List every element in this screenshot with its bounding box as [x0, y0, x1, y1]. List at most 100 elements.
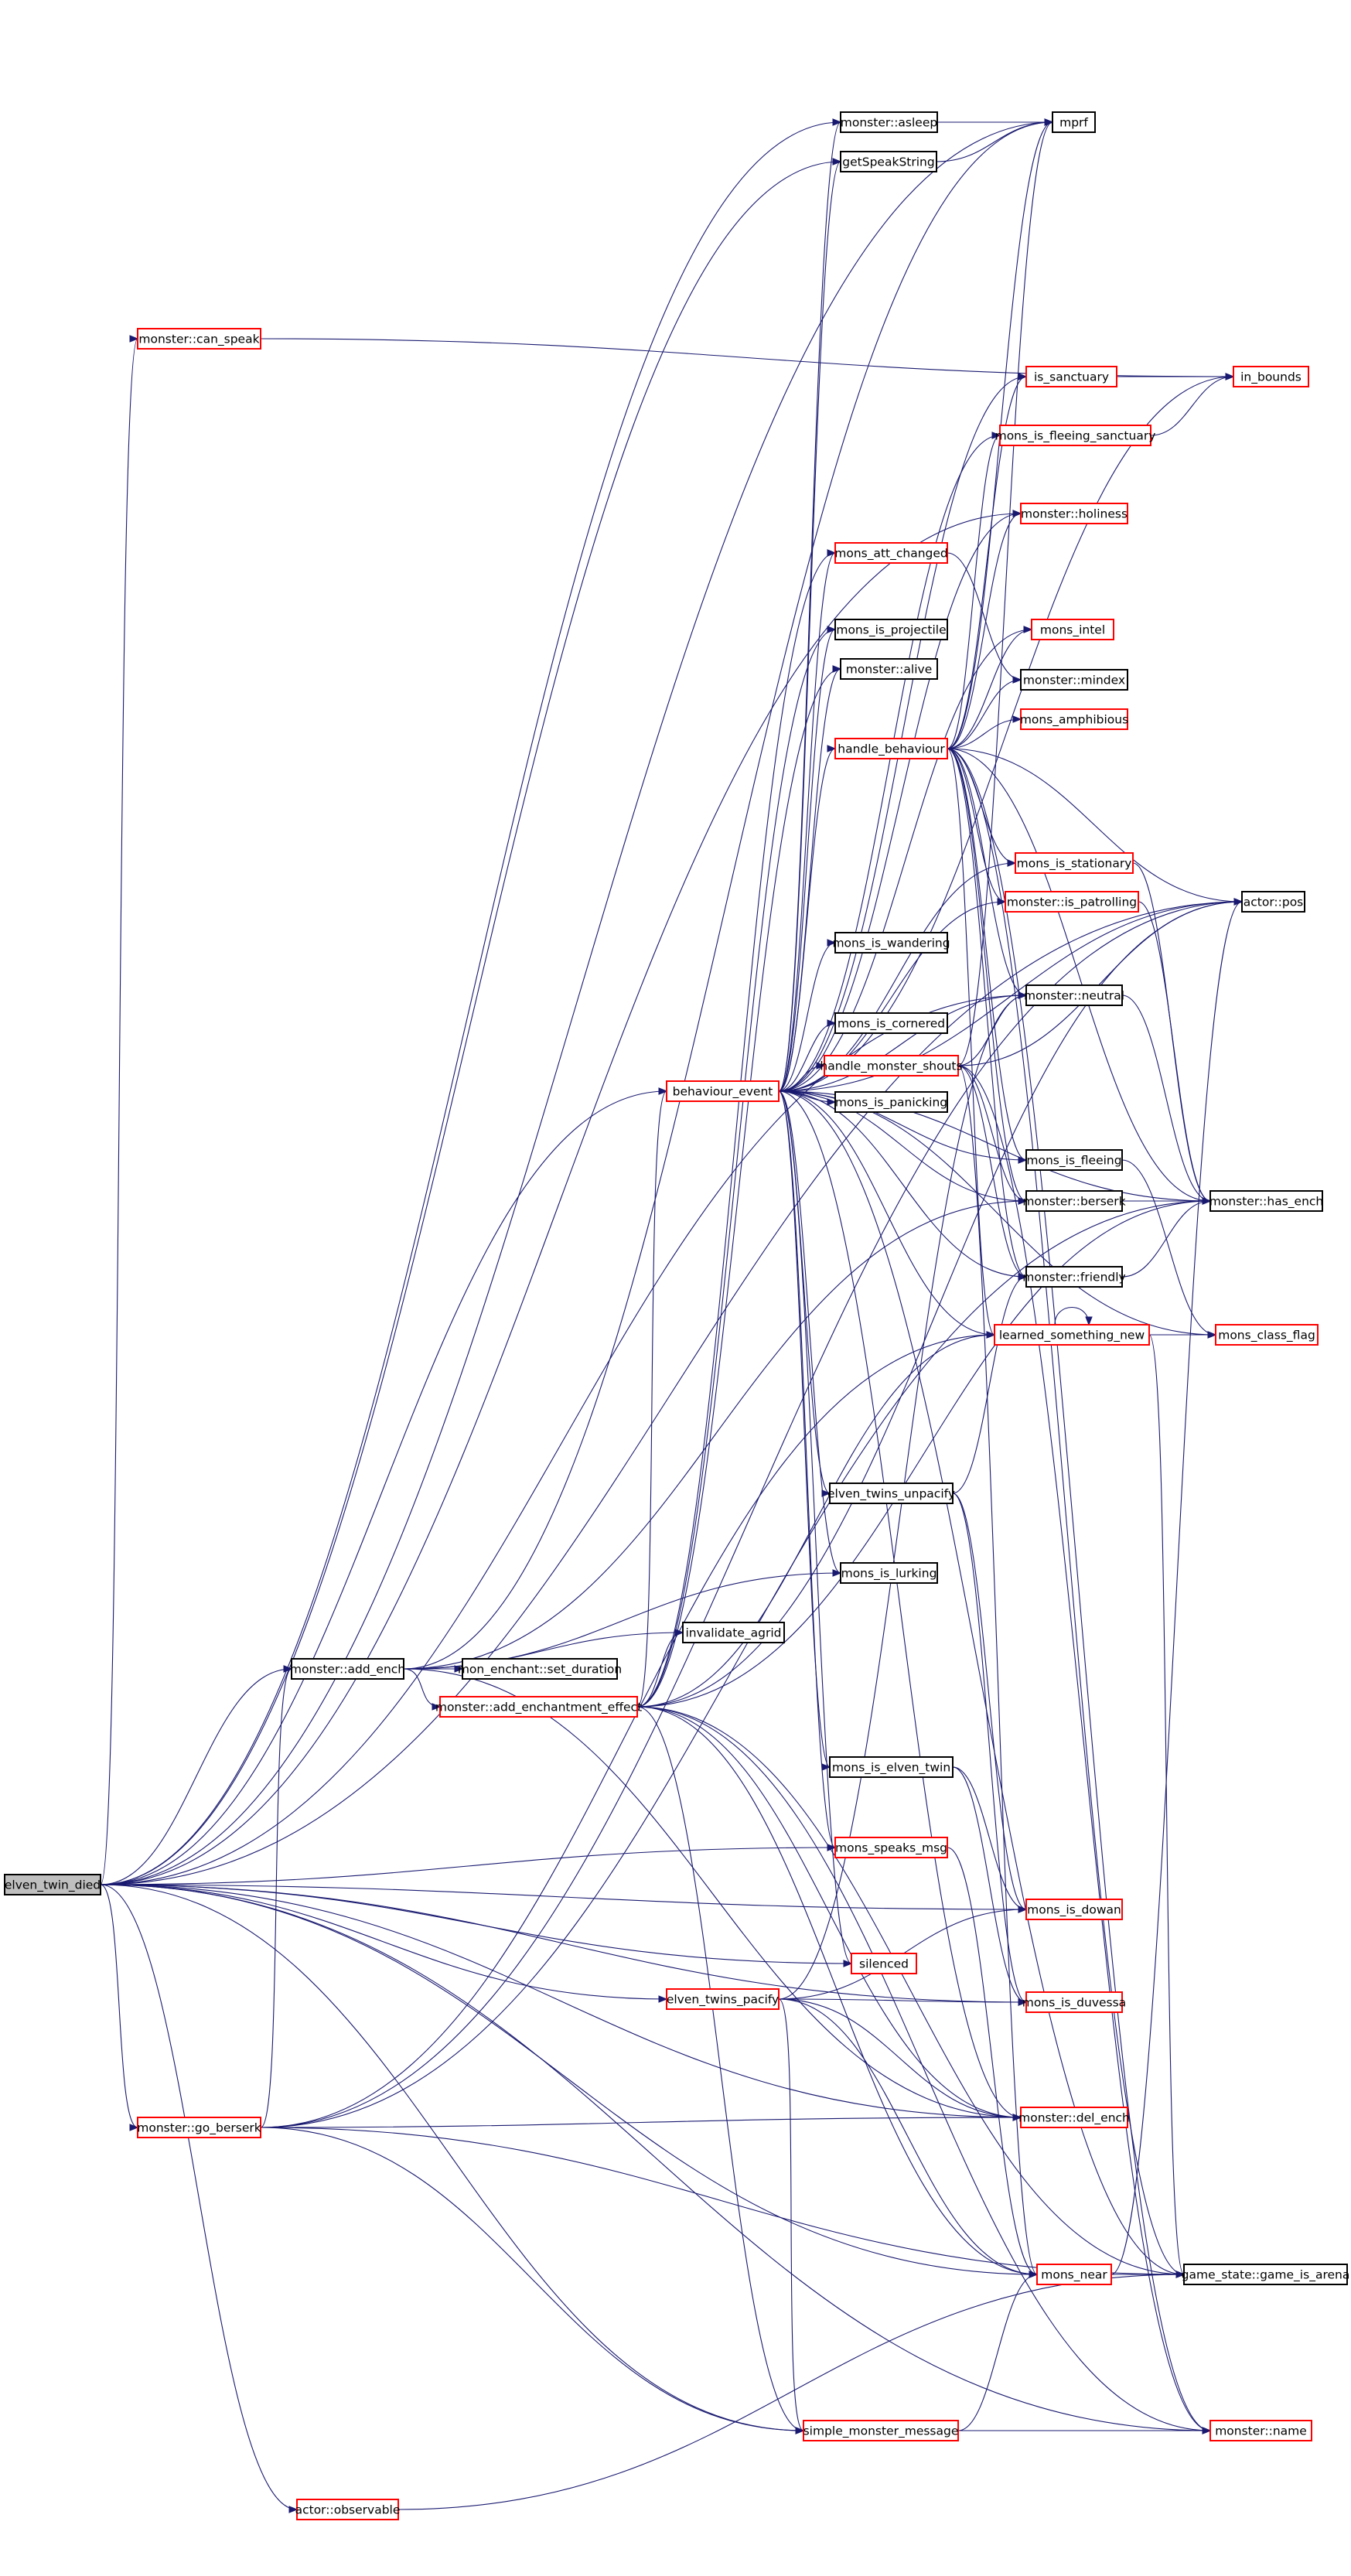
node-mprf[interactable]: mprf: [1052, 111, 1096, 133]
arrowhead: [1023, 626, 1033, 633]
node-mons-near[interactable]: mons_near: [1036, 2264, 1112, 2285]
arrowhead: [821, 1489, 831, 1497]
node-monster-friendly[interactable]: monster::friendly: [1022, 1266, 1126, 1288]
arrowhead: [1007, 859, 1017, 867]
node-mons-is-duvessa[interactable]: mons_is_duvessa: [1022, 1991, 1126, 2013]
node-monster-mindex[interactable]: monster::mindex: [1020, 669, 1128, 691]
node-mons-intel[interactable]: mons_intel: [1031, 619, 1114, 640]
node-monster-alive[interactable]: monster::alive: [840, 658, 938, 680]
node-monster-add-ench[interactable]: monster::add_ench: [290, 1658, 405, 1680]
node-label: mons_is_elven_twin: [832, 1761, 950, 1776]
node-label: monster::go_berserk: [137, 2121, 261, 2136]
node-monster-has-ench[interactable]: monster::has_ench: [1209, 1190, 1324, 1212]
call-edge-mons-near-to-actor-pos: [1110, 901, 1243, 2275]
node-label: silenced: [859, 1957, 909, 1971]
node-box: [824, 1055, 959, 1076]
arrowhead: [843, 1960, 853, 1967]
arrowhead: [1018, 1906, 1028, 1913]
node-mons-is-panicking[interactable]: mons_is_panicking: [834, 1091, 948, 1113]
node-simple-monster-message[interactable]: simple_monster_message: [803, 2420, 959, 2441]
node-invalidate-agrid[interactable]: invalidate_agrid: [682, 1622, 785, 1643]
arrowhead: [1202, 2427, 1212, 2434]
node-elven-twin-died[interactable]: elven_twin_died: [4, 1874, 101, 1895]
node-monster-name[interactable]: monster::name: [1209, 2420, 1312, 2441]
node-game-state-game-is-arena[interactable]: game_state::game_is_arena: [1182, 2264, 1350, 2285]
node-mons-is-elven-twin[interactable]: mons_is_elven_twin: [829, 1756, 954, 1778]
arrowhead: [986, 1331, 996, 1339]
call-edge-monster-add-enchantment-effect-to-learned-something-new: [636, 1334, 995, 1708]
node-actor-observable[interactable]: actor::observable: [295, 2499, 401, 2520]
call-edge-behaviour-event-to-monster-del-ench: [778, 1090, 1022, 2118]
arrowhead: [1085, 1316, 1093, 1326]
node-monster-del-ench[interactable]: monster::del_ench: [1018, 2107, 1130, 2128]
node-label: monster::name: [1215, 2424, 1307, 2438]
node-is-sanctuary[interactable]: is_sanctuary: [1025, 366, 1117, 387]
node-box: [840, 658, 938, 680]
node-label: monster::neutral: [1024, 989, 1124, 1003]
call-edge-behaviour-event-to-is-sanctuary: [778, 376, 1027, 1092]
node-label: is_sanctuary: [1034, 370, 1109, 385]
arrowhead: [827, 549, 837, 557]
node-behaviour-event[interactable]: behaviour_event: [666, 1080, 780, 1102]
arrowhead: [832, 118, 842, 126]
node-label: handle_behaviour: [838, 742, 945, 757]
node-silenced[interactable]: silenced: [851, 1953, 917, 1974]
call-edge-monster-add-enchantment-effect-to-behaviour-event: [636, 1090, 667, 1708]
node-monster-neutral[interactable]: monster::neutral: [1024, 984, 1124, 1006]
node-monster-can-speak[interactable]: monster::can_speak: [137, 328, 261, 350]
node-label: mons_is_projectile: [836, 623, 946, 638]
call-edge-behaviour-event-to-learned-something-new: [778, 1090, 995, 1336]
node-label: mons_is_stationary: [1017, 857, 1132, 872]
node-handle-behaviour[interactable]: handle_behaviour: [834, 738, 948, 759]
node-box: [1209, 1190, 1323, 1212]
node-mons-is-wandering[interactable]: mons_is_wandering: [832, 932, 950, 954]
call-edge-elven-twins-pacify-to-mons-is-duvessa: [778, 1998, 1027, 2003]
node-mons-is-stationary[interactable]: mons_is_stationary: [1015, 852, 1134, 874]
node-label: mprf: [1059, 116, 1088, 130]
node-box: [1233, 366, 1309, 387]
node-mons-is-fleeing-sanctuary[interactable]: mons_is_fleeing_sanctuary: [995, 425, 1156, 446]
node-mons-amphibious[interactable]: mons_amphibious: [1020, 708, 1128, 730]
call-edge-monster-add-enchantment-effect-to-monster-name: [636, 1706, 1211, 2431]
node-mons-is-lurking[interactable]: mons_is_lurking: [840, 1562, 938, 1584]
node-getspeakstring[interactable]: getSpeakString: [840, 151, 937, 172]
node-monster-go-berserk[interactable]: monster::go_berserk: [137, 2117, 261, 2138]
node-mons-is-projectile[interactable]: mons_is_projectile: [834, 619, 948, 640]
arrowhead: [1233, 898, 1244, 906]
node-elven-twins-pacify[interactable]: elven_twins_pacify: [666, 1988, 780, 2010]
node-label: monster::mindex: [1023, 674, 1125, 688]
node-monster-berserk[interactable]: monster::berserk: [1022, 1190, 1126, 1212]
node-monster-asleep[interactable]: monster::asleep: [840, 111, 938, 133]
call-edge-monster-add-enchantment-effect-to-monster-has-ench: [636, 1200, 1211, 1708]
arrowhead: [1202, 1197, 1212, 1205]
node-monster-add-enchantment-effect[interactable]: monster::add_enchantment_effect: [435, 1696, 642, 1718]
node-box: [1215, 1324, 1319, 1346]
call-edge-handle-behaviour-to-mons-intel: [947, 629, 1032, 749]
call-edge-behaviour-event-to-monster-is-patrolling: [778, 901, 1006, 1092]
node-mons-speaks-msg[interactable]: mons_speaks_msg: [834, 1837, 948, 1858]
node-monster-is-patrolling[interactable]: monster::is_patrolling: [1005, 891, 1139, 913]
node-learned-something-new[interactable]: learned_something_new: [994, 1324, 1150, 1346]
node-mons-is-dowan[interactable]: mons_is_dowan: [1025, 1899, 1123, 1920]
node-mon-enchant-set-duration[interactable]: mon_enchant::set_duration: [458, 1658, 622, 1680]
node-elven-twins-unpacify[interactable]: elven_twins_unpacify: [827, 1482, 955, 1504]
call-edge-elven-twin-died-to-mons-speaks-msg: [100, 1847, 836, 1885]
node-in-bounds[interactable]: in_bounds: [1233, 366, 1309, 387]
node-actor-pos[interactable]: actor::pos: [1241, 891, 1305, 913]
node-handle-monster-shouts[interactable]: handle_monster_shouts: [820, 1055, 963, 1076]
node-mons-is-fleeing[interactable]: mons_is_fleeing: [1025, 1149, 1123, 1171]
node-mons-att-changed[interactable]: mons_att_changed: [834, 542, 948, 564]
call-edge-behaviour-event-to-mons-is-stationary: [778, 862, 1016, 1092]
node-box: [834, 1837, 948, 1858]
node-mons-is-cornered[interactable]: mons_is_cornered: [834, 1012, 948, 1034]
arrowhead: [827, 939, 837, 947]
call-edge-monster-friendly-to-monster-has-ench: [1121, 1200, 1211, 1278]
node-mons-class-flag[interactable]: mons_class_flag: [1215, 1324, 1319, 1346]
node-monster-holiness[interactable]: monster::holiness: [1020, 503, 1128, 524]
call-edge-monster-add-enchantment-effect-to-monster-del-ench: [636, 1706, 1022, 2118]
arrowhead: [288, 2506, 299, 2513]
node-box: [1020, 503, 1128, 524]
node-label: mons_amphibious: [1020, 713, 1128, 728]
call-edge-mons-speaks-msg-to-mons-near: [947, 1847, 1038, 2275]
